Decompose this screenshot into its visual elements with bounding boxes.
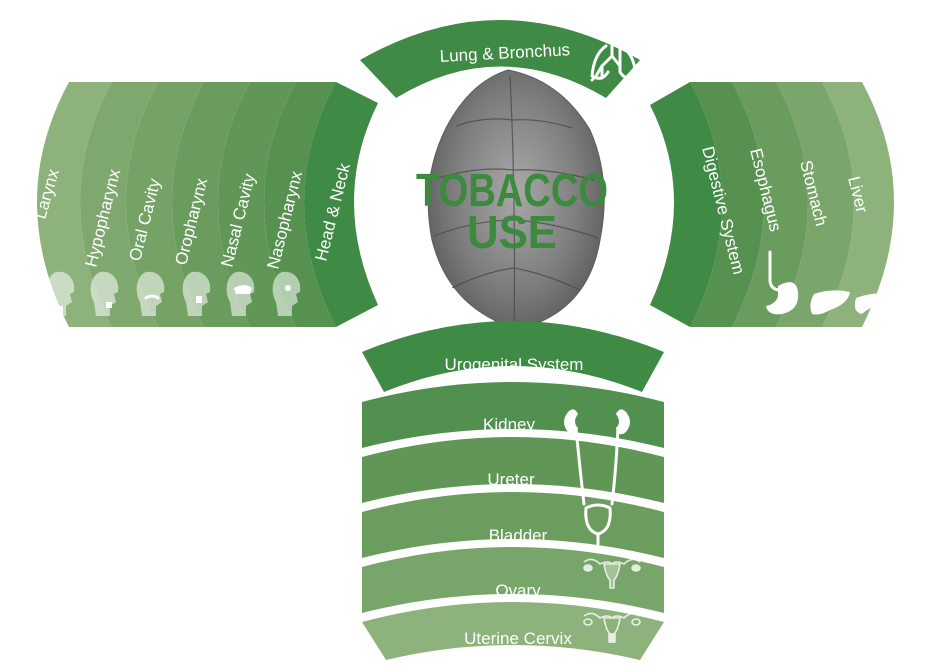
right-band-digestive-system[interactable] — [650, 82, 722, 327]
left-band-head-neck[interactable] — [304, 82, 378, 327]
left-band-nasal-cavity[interactable] — [218, 82, 296, 327]
esophagus-icon — [768, 250, 780, 292]
left-band-oral-cavity[interactable] — [126, 82, 204, 327]
head-profile-icon — [90, 271, 119, 316]
kidney-icon — [564, 409, 630, 435]
head-profile-icon — [46, 271, 75, 316]
bottom-label-kidney: Kidney — [483, 415, 535, 434]
right-band-pancreas[interactable] — [822, 82, 894, 327]
uterus-cervix-icon — [583, 612, 641, 643]
bottom-band-ureter[interactable] — [362, 437, 664, 503]
bottom-label-ovary: Ovary — [495, 581, 541, 600]
head-profile-icon — [136, 271, 165, 316]
left-band-larynx[interactable] — [37, 82, 112, 327]
top-band-lung-bronchus[interactable] — [360, 20, 640, 98]
stomach-icon — [766, 282, 799, 315]
ureter-icon — [574, 426, 620, 506]
head-profile-icon — [226, 271, 255, 316]
right-band-stomach[interactable] — [732, 82, 808, 327]
lungs-icon — [590, 38, 638, 82]
liver-icon — [810, 290, 850, 315]
bottom-band-ovary[interactable] — [362, 547, 664, 613]
title-line1: TOBACCO — [416, 164, 608, 216]
uterus-ovary-icon — [583, 558, 641, 589]
bottom-label-urogenital: Urogenital System — [445, 355, 584, 374]
head-profile-icon — [272, 271, 301, 316]
urogenital-group: Urogenital System Kidney Ureter Bladder … — [362, 321, 664, 660]
right-band-esophagus[interactable] — [690, 82, 764, 327]
bottom-band-urogenital[interactable] — [362, 321, 664, 392]
bottom-label-bladder: Bladder — [489, 526, 548, 545]
left-band-hypopharynx[interactable] — [80, 82, 158, 327]
lung-group: Lung & Bronchus — [360, 20, 640, 98]
bottom-label-ureter: Ureter — [487, 470, 535, 489]
digestive-group: Digestive System Esophagus Stomach Liver… — [650, 82, 924, 327]
head-profile-icon — [182, 271, 211, 316]
left-band-oropharynx[interactable] — [172, 82, 250, 327]
bottom-label-uterine-cervix: Uterine Cervix — [464, 629, 572, 648]
bladder-icon — [584, 503, 612, 546]
bottom-band-kidney[interactable] — [362, 382, 664, 448]
right-band-liver[interactable] — [776, 82, 854, 327]
pancreas-icon — [854, 293, 899, 314]
title-line2: USE — [467, 206, 557, 258]
left-band-nasopharynx[interactable] — [264, 82, 336, 327]
bottom-band-uterine-cervix[interactable] — [362, 602, 664, 660]
head-neck-group: Larynx Hypopharynx Oral Cavity Oropharyn… — [31, 82, 378, 327]
